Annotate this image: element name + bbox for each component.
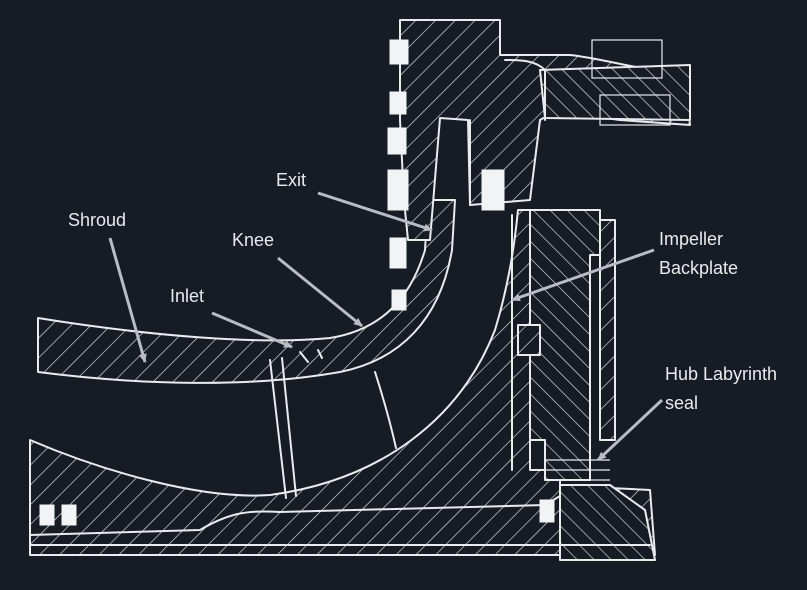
label-inlet: Inlet [170,286,204,306]
svg-text:Impeller: Impeller [659,229,723,249]
leader-shroud [108,237,147,363]
leader-knee [277,256,363,328]
impeller-hub [29,209,561,541]
label-impeller-backplate: Impeller Backplate [659,229,738,278]
svg-text:Inlet: Inlet [170,286,204,306]
svg-text:seal: seal [665,393,698,413]
leader-lines [108,191,664,462]
leader-hub-labyrinth [596,398,664,462]
svg-text:Knee: Knee [232,230,274,250]
leader-inlet [211,311,293,349]
shaft-base [29,484,656,561]
shroud-part [37,199,456,384]
svg-text:Exit: Exit [276,170,306,190]
leader-impeller-backplate [511,248,655,302]
casing-block [399,19,691,241]
svg-text:Shroud: Shroud [68,210,126,230]
bolt-column [387,39,505,311]
svg-text:Backplate: Backplate [659,258,738,278]
backplate-region [511,209,616,481]
label-knee: Knee [232,230,274,250]
label-hub-labyrinth-seal: Hub Labyrinth seal [665,364,777,413]
leader-exit [317,191,433,232]
svg-text:Hub Labyrinth: Hub Labyrinth [665,364,777,384]
label-shroud: Shroud [68,210,126,230]
impeller-blade-lines [269,349,397,499]
label-exit: Exit [276,170,306,190]
